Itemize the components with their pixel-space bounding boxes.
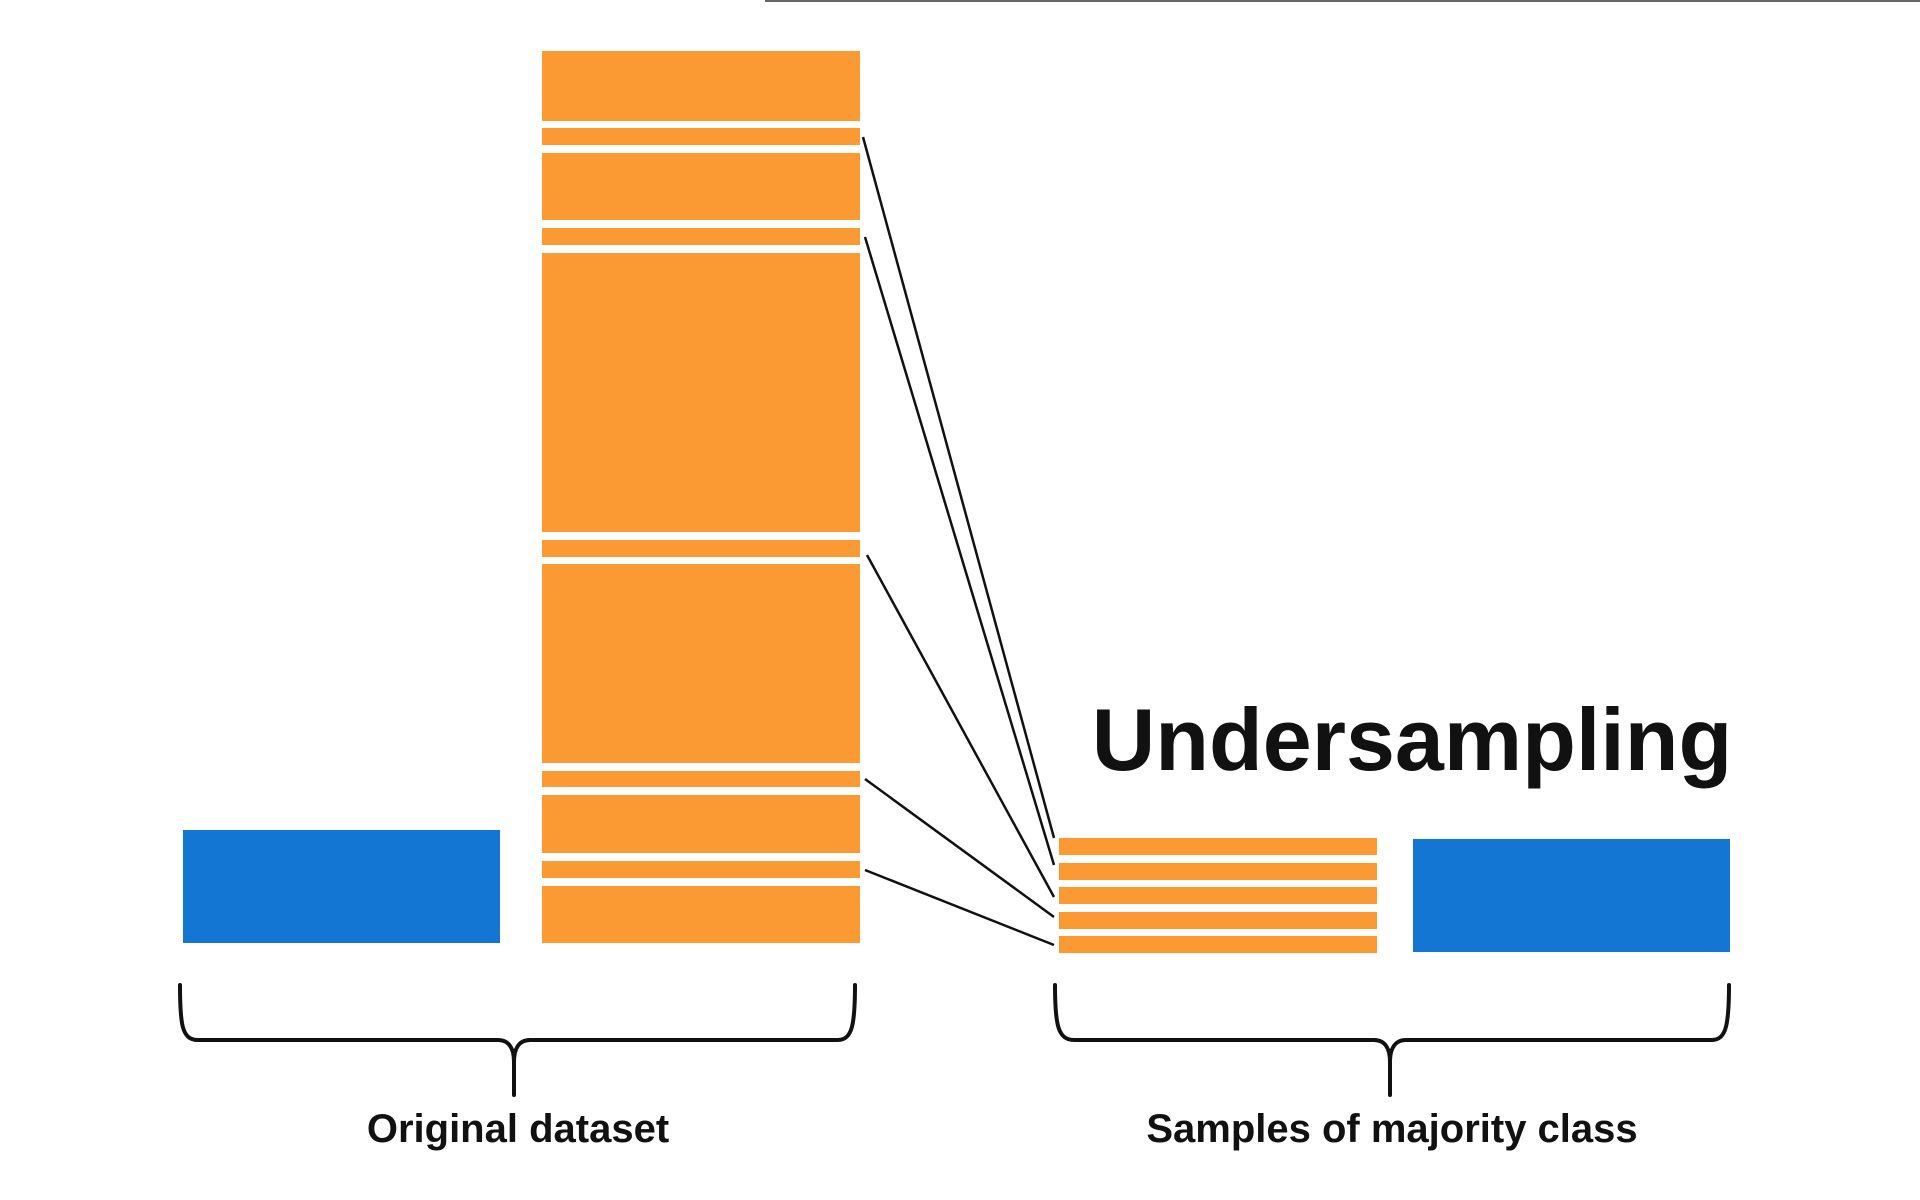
sampled-majority-stack <box>1059 838 1377 953</box>
connector-line <box>864 868 1055 947</box>
sampled-stripe <box>542 540 860 557</box>
majority-segment <box>542 795 860 853</box>
majority-segment <box>542 564 860 763</box>
sample-stripe <box>1059 936 1377 953</box>
majority-segment <box>542 153 860 220</box>
majority-segment <box>542 253 860 532</box>
samples-label: Samples of majority class <box>1146 1107 1637 1151</box>
majority-segment <box>542 51 860 121</box>
majority-segment <box>542 886 860 943</box>
sampling-connectors <box>861 136 1056 947</box>
sampled-stripe <box>542 128 860 145</box>
connector-line <box>863 236 1056 866</box>
sample-stripe <box>1059 887 1377 904</box>
original-majority-column <box>542 51 860 943</box>
original-dataset-brace <box>178 983 857 1097</box>
sampled-stripe <box>542 228 860 245</box>
sample-stripe <box>1059 863 1377 880</box>
sampled-stripe <box>542 771 860 787</box>
diagram-title: Undersampling <box>1092 690 1733 789</box>
sampled-stripe <box>542 861 860 878</box>
connector-line <box>861 136 1056 839</box>
connector-line <box>865 554 1056 898</box>
original-dataset-label: Original dataset <box>367 1107 669 1151</box>
original-minority-block <box>183 830 500 943</box>
samples-brace <box>1053 983 1731 1097</box>
sample-stripe <box>1059 912 1377 929</box>
connector-line <box>864 777 1055 919</box>
result-minority-block <box>1413 839 1730 952</box>
sample-stripe <box>1059 838 1377 855</box>
